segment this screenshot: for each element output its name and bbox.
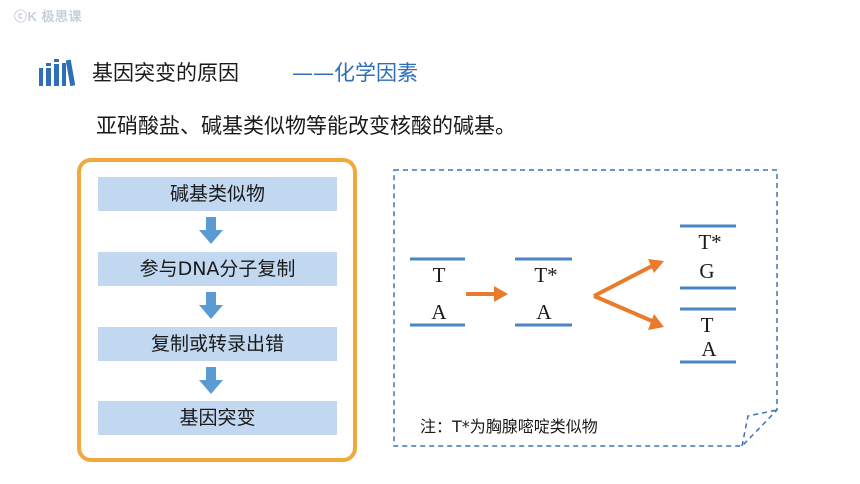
base-label: A bbox=[536, 300, 552, 324]
base-label: T bbox=[700, 313, 714, 337]
diagram-note: 注：T*为胸腺嘧啶类似物 bbox=[420, 417, 598, 436]
base-label: G bbox=[699, 259, 715, 283]
section-title: 基因突变的原因 bbox=[92, 61, 239, 85]
brand-logo: ⓒK 极思课 bbox=[14, 9, 83, 24]
right-arrow-icon bbox=[466, 286, 508, 302]
statement-text: 亚硝酸盐、碱基类似物等能改变核酸的碱基。 bbox=[96, 114, 516, 138]
base-label: T* bbox=[534, 263, 558, 287]
note-frame bbox=[393, 169, 778, 447]
flow-step-3: 复制或转录出错 bbox=[98, 327, 337, 361]
base-label: T* bbox=[698, 230, 722, 254]
down-arrow-icon bbox=[199, 217, 223, 244]
down-arrow-icon bbox=[199, 292, 223, 319]
section-subtitle: ——化学因素 bbox=[292, 61, 418, 85]
flow-step-4: 基因突变 bbox=[98, 401, 337, 435]
base-label: A bbox=[701, 337, 717, 361]
base-label: A bbox=[431, 300, 447, 324]
down-arrow-icon bbox=[199, 367, 223, 394]
branch-arrow-icon bbox=[593, 259, 664, 330]
flow-step-2: 参与DNA分子复制 bbox=[98, 252, 337, 286]
flow-frame bbox=[77, 158, 357, 462]
base-label: T bbox=[432, 263, 446, 287]
flow-step-1: 碱基类似物 bbox=[98, 177, 337, 211]
books-icon bbox=[39, 59, 76, 87]
note-frame-fold bbox=[741, 409, 778, 447]
